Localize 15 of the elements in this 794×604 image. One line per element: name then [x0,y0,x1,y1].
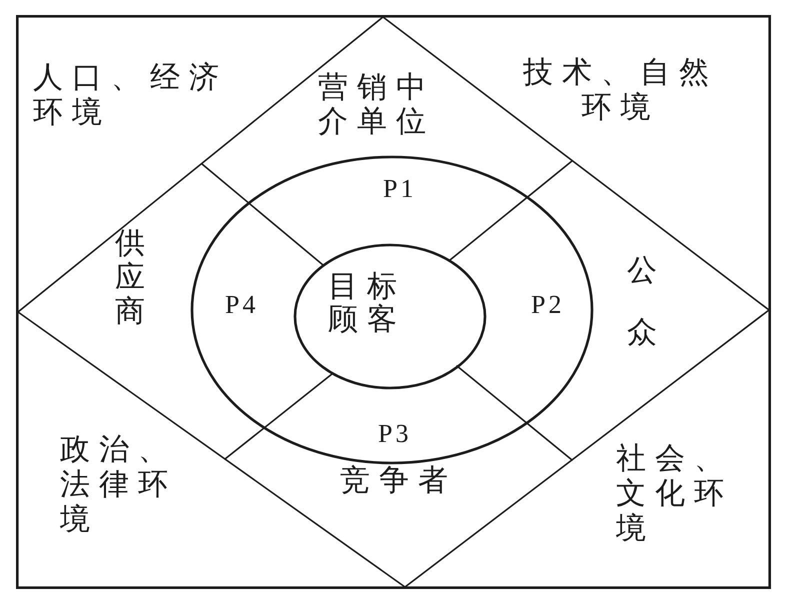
sector-label: 竞争者 [340,463,458,498]
environment-label: 人口、经济环境 [33,60,229,130]
sector-label: 公众 [627,252,667,352]
environment-label: 社会、文化环境 [616,441,734,546]
segment-label: P4 [225,291,258,319]
sector-label: 供应商 [115,227,155,329]
environment-label: 政治、法律环境 [60,432,178,537]
segment-label: P2 [531,291,564,319]
segment-label: P3 [378,420,412,448]
segment-label: P1 [383,175,416,203]
sector-label: 营销中介单位 [318,71,436,139]
outer-ellipse [192,157,592,463]
inner-ellipse [295,245,485,388]
environment-label: 技术、自然环境 [522,55,719,125]
center-label: 目标顾客 [328,270,407,336]
